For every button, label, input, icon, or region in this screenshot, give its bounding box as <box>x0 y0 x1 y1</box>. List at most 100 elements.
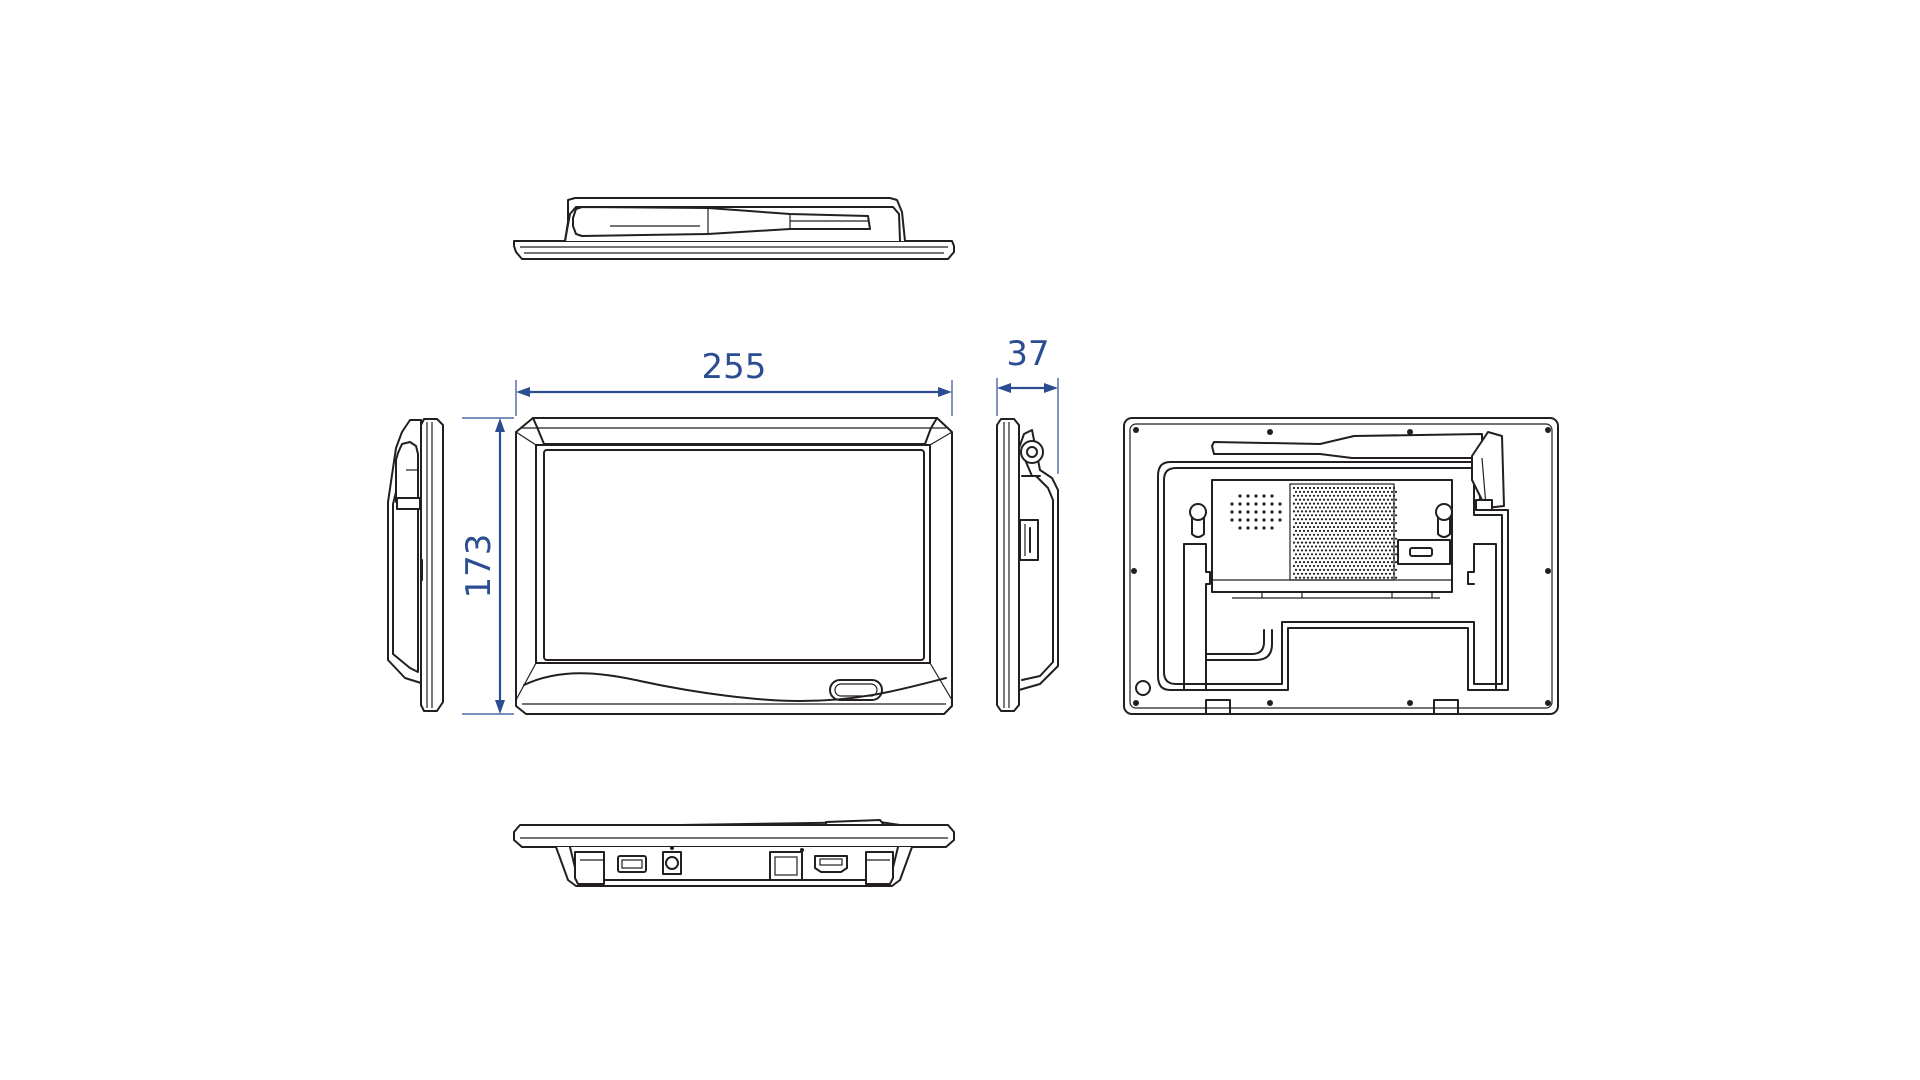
vent-hole <box>1340 494 1344 497</box>
speaker-hole <box>1270 502 1274 506</box>
vent-hole <box>1316 502 1320 505</box>
vent-hole <box>1348 525 1352 529</box>
vent-hole <box>1388 541 1392 544</box>
vent-hole <box>1310 553 1314 556</box>
right-view <box>996 418 1059 712</box>
vent-hole <box>1374 522 1378 525</box>
vent-hole <box>1372 572 1376 575</box>
vent-hole <box>1342 568 1346 572</box>
vent-hole <box>1294 529 1298 533</box>
vent-hole <box>1298 490 1302 493</box>
vent-hole <box>1346 568 1350 572</box>
vent-hole <box>1348 510 1352 513</box>
vent-hole <box>1336 518 1340 521</box>
left-view <box>387 418 444 712</box>
vent-hole <box>1314 514 1318 517</box>
vent-hole <box>1330 561 1334 564</box>
vent-hole <box>1292 525 1296 529</box>
vent-hole <box>1378 561 1382 564</box>
vent-hole <box>1316 549 1320 552</box>
vent-hole <box>1296 525 1300 529</box>
vent-hole <box>1334 498 1338 501</box>
vent-hole <box>1328 541 1332 544</box>
vent-hole <box>1316 486 1320 490</box>
vent-hole <box>1360 486 1364 490</box>
vent-hole <box>1390 514 1394 517</box>
vent-hole <box>1348 557 1352 560</box>
vent-hole <box>1310 568 1314 572</box>
vent-hole <box>1314 490 1318 493</box>
vent-hole <box>1392 557 1396 560</box>
vent-hole <box>1330 568 1334 572</box>
vent-hole <box>1324 486 1328 490</box>
vent-hole <box>1386 529 1390 533</box>
vent-hole <box>1316 525 1320 529</box>
vent-hole <box>1394 561 1398 564</box>
vent-hole <box>1348 533 1352 536</box>
vent-hole <box>1356 486 1360 490</box>
vent-hole <box>1362 498 1366 501</box>
speaker-hole <box>1238 494 1242 498</box>
speaker-hole <box>1230 502 1234 506</box>
vent-hole <box>1370 522 1374 525</box>
vent-hole <box>1328 564 1332 568</box>
vent-hole <box>1332 510 1336 513</box>
vent-hole <box>1384 525 1388 529</box>
vent-hole <box>1324 557 1328 560</box>
vent-hole <box>1340 564 1344 568</box>
vent-hole <box>1344 494 1348 497</box>
vent-hole <box>1394 498 1398 501</box>
speaker-hole <box>1262 510 1266 514</box>
vent-hole <box>1358 537 1362 540</box>
vent-hole <box>1342 576 1346 579</box>
vent-hole <box>1340 557 1344 560</box>
vent-hole <box>1378 568 1382 572</box>
vent-hole <box>1312 486 1316 490</box>
vent-hole <box>1370 576 1374 579</box>
vent-hole <box>1296 518 1300 521</box>
vent-hole <box>1392 510 1396 513</box>
vent-hole <box>1306 553 1310 556</box>
vent-hole <box>1332 494 1336 497</box>
vent-hole <box>1368 533 1372 536</box>
vent-hole <box>1332 549 1336 552</box>
vent-hole <box>1354 490 1358 493</box>
vent-hole <box>1308 572 1312 575</box>
vent-hole <box>1352 572 1356 575</box>
vent-hole <box>1318 537 1322 540</box>
vent-hole <box>1320 557 1324 560</box>
vent-hole <box>1392 572 1396 575</box>
vent-hole <box>1306 514 1310 517</box>
vent-hole <box>1382 537 1386 540</box>
vent-hole <box>1364 494 1368 497</box>
vent-hole <box>1314 506 1318 509</box>
vent-hole <box>1294 576 1298 579</box>
vent-hole <box>1346 553 1350 556</box>
speaker-hole <box>1278 518 1282 522</box>
vent-hole <box>1368 486 1372 490</box>
vent-hole <box>1334 545 1338 548</box>
speaker-hole <box>1254 518 1258 522</box>
vent-hole <box>1318 529 1322 533</box>
vent-hole <box>1370 537 1374 540</box>
vent-hole <box>1352 533 1356 536</box>
vent-hole <box>1296 502 1300 505</box>
vent-hole <box>1294 553 1298 556</box>
speaker-hole <box>1254 502 1258 506</box>
vent-hole <box>1358 553 1362 556</box>
vent-hole <box>1296 557 1300 560</box>
vent-hole <box>1328 572 1332 575</box>
vent-hole <box>1366 537 1370 540</box>
vent-hole <box>1292 502 1296 505</box>
vent-hole <box>1308 557 1312 560</box>
width-label: 255 <box>702 347 767 387</box>
vent-hole <box>1388 557 1392 560</box>
speaker-hole <box>1262 526 1266 530</box>
vent-hole <box>1302 529 1306 533</box>
vent-hole <box>1310 537 1314 540</box>
vent-hole <box>1316 510 1320 513</box>
vent-hole <box>1320 564 1324 568</box>
vent-hole <box>1330 553 1334 556</box>
vent-hole <box>1306 506 1310 509</box>
dimension-depth: 37 <box>996 334 1059 474</box>
